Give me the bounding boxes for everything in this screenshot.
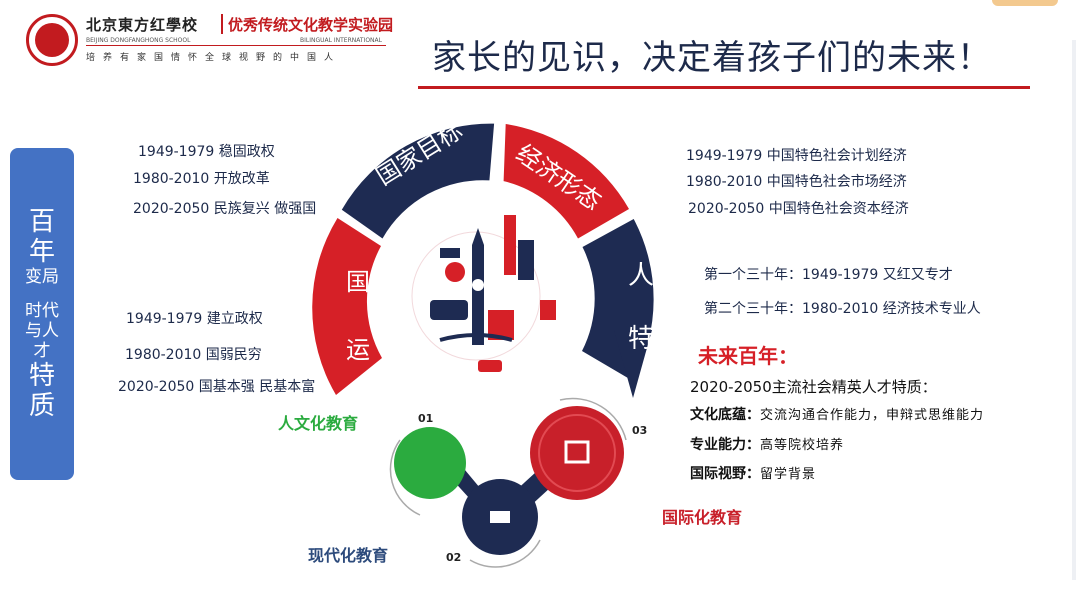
top-tab-decoration — [992, 0, 1058, 6]
school-english-sub: BILINGUAL INTERNATIONAL — [300, 37, 382, 44]
label-talent-2: 特质 — [628, 324, 681, 354]
sidebar-text-6: 才 — [33, 341, 51, 361]
fate-item-2: 1980-2010 国弱民穷 — [125, 347, 262, 363]
label-humanities-education: 人文化教育 — [278, 414, 359, 433]
orbit-arc-right — [559, 397, 627, 441]
label-talent-1: 人才 — [628, 261, 681, 291]
label-fate-2: 运 — [346, 336, 370, 364]
sidebar-text-7: 特 — [28, 361, 55, 391]
segment-fate — [312, 218, 382, 395]
segment-national-goal — [341, 123, 495, 239]
future-row-international: 国际视野：留学背景 — [690, 463, 816, 483]
goal-item-1: 1949-1979 稳固政权 — [138, 144, 275, 160]
future-row-value: 留学背景 — [760, 467, 817, 482]
school-subtitle: 优秀传统文化教学实验园 — [228, 16, 394, 34]
economy-item-3: 2020-2050 中国特色社会资本经济 — [688, 201, 909, 217]
sidebar-century-panel: 百 年 变局 时代 与人 才 特 质 — [10, 148, 74, 480]
orbit-arc-left — [389, 439, 421, 516]
segment-economy — [503, 124, 629, 239]
sidebar-text-8: 质 — [28, 391, 55, 421]
circle-international-inner — [538, 414, 616, 492]
title-underline — [418, 86, 1030, 89]
future-row-label: 文化底蕴： — [690, 407, 760, 423]
education-connector — [389, 397, 627, 568]
sidebar-text-2: 年 — [28, 237, 55, 267]
future-row-culture: 文化底蕴：交流沟通合作能力，申辩式思维能力 — [690, 404, 984, 424]
future-row-professional: 专业能力：高等院校培养 — [690, 434, 844, 454]
step-number-01: 01 — [418, 412, 434, 425]
step-number-03: 03 — [632, 424, 648, 437]
city-illustration — [411, 215, 556, 372]
label-international-education: 国际化教育 — [662, 508, 743, 527]
future-row-label: 专业能力： — [690, 437, 760, 453]
scroll-icon — [490, 511, 510, 523]
economy-item-2: 1980-2010 中国特色社会市场经济 — [686, 174, 907, 190]
label-fate-1: 国 — [346, 268, 370, 296]
step-number-02: 02 — [446, 551, 462, 564]
school-logo — [26, 14, 78, 66]
sidebar-text-4: 时代 — [25, 301, 59, 321]
future-row-value: 交流沟通合作能力，申辩式思维能力 — [760, 408, 985, 423]
circle-humanities — [394, 427, 466, 499]
future-heading: 未来百年： — [698, 344, 798, 368]
talent-item-1: 第一个三十年：1949-1979 又红又专才 — [704, 267, 953, 283]
sidebar-text-3: 变局 — [25, 267, 59, 287]
school-english-name: BEIJING DONGFANGHONG SCHOOL — [86, 37, 191, 44]
future-row-label: 国际视野： — [690, 466, 760, 482]
circle-international — [530, 406, 624, 500]
fate-item-1: 1949-1979 建立政权 — [126, 311, 263, 327]
talent-arrow — [614, 330, 652, 398]
scrollbar[interactable] — [1072, 40, 1076, 580]
goal-item-2: 1980-2010 开放改革 — [133, 171, 270, 187]
future-row-value: 高等院校培养 — [760, 438, 845, 453]
header-divider — [221, 14, 223, 34]
school-name: 北京東方红學校 — [86, 16, 199, 34]
goal-item-3: 2020-2050 民族复兴 做强国 — [133, 201, 317, 217]
gate-icon — [564, 440, 590, 464]
economy-item-1: 1949-1979 中国特色社会计划经济 — [686, 148, 907, 164]
header-rule — [86, 45, 386, 46]
school-motto: 培养有家国情怀全球视野的中国人 — [86, 53, 342, 63]
fate-item-3: 2020-2050 国基本强 民基本富 — [118, 379, 316, 395]
page-title: 家长的见识，决定着孩子们的未来！ — [432, 38, 992, 78]
talent-item-2: 第二个三十年：1980-2010 经济技术专业人 — [704, 301, 981, 317]
future-subtitle: 2020-2050主流社会精英人才特质： — [690, 378, 937, 396]
label-modern-education: 现代化教育 — [308, 546, 389, 565]
orbit-arc-bottom — [469, 539, 541, 568]
sidebar-text-1: 百 — [28, 207, 55, 237]
sidebar-text-5: 与人 — [25, 321, 59, 341]
